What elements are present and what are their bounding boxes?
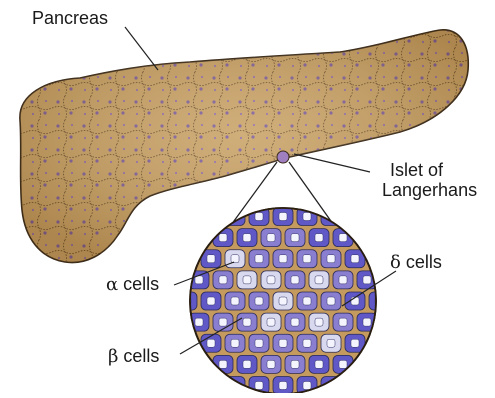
- cell-nucleus: [267, 360, 275, 368]
- cell-nucleus: [315, 360, 323, 368]
- cell-nucleus: [303, 339, 311, 347]
- cell-nucleus: [327, 339, 335, 347]
- cell-nucleus: [255, 339, 263, 347]
- delta-symbol: δ: [390, 252, 401, 273]
- cell-nucleus: [315, 318, 323, 326]
- cell-nucleus: [315, 234, 323, 242]
- alpha-cells-label: α cells: [106, 274, 159, 295]
- cell-nucleus: [279, 339, 287, 347]
- cell-nucleus: [195, 318, 203, 326]
- cell-nucleus: [279, 255, 287, 263]
- islet-label: Islet of Langerhans: [390, 160, 477, 200]
- delta-cells-word: cells: [406, 252, 442, 272]
- cell-nucleus: [291, 318, 299, 326]
- cell-nucleus: [267, 234, 275, 242]
- islet-cell: [369, 292, 389, 310]
- cell-nucleus: [219, 360, 227, 368]
- cell-nucleus: [207, 255, 215, 263]
- cell-nucleus: [327, 297, 335, 305]
- cell-nucleus: [207, 297, 215, 305]
- alpha-cells-word: cells: [123, 274, 159, 294]
- islet-cell: [177, 292, 197, 310]
- beta-cells-label: β cells: [108, 346, 159, 367]
- alpha-symbol: α: [106, 274, 118, 295]
- cell-nucleus: [303, 255, 311, 263]
- cell-nucleus: [339, 318, 347, 326]
- cell-nucleus: [207, 339, 215, 347]
- cell-nucleus: [231, 339, 239, 347]
- cell-nucleus: [219, 276, 227, 284]
- cell-nucleus: [339, 276, 347, 284]
- cell-nucleus: [255, 255, 263, 263]
- islet-on-pancreas: [277, 151, 289, 163]
- cell-nucleus: [351, 339, 359, 347]
- cell-nucleus: [243, 360, 251, 368]
- delta-cells-label: δ cells: [390, 252, 442, 273]
- cell-nucleus: [279, 381, 287, 389]
- cell-nucleus: [339, 234, 347, 242]
- beta-symbol: β: [108, 346, 118, 367]
- cell-nucleus: [363, 318, 371, 326]
- cell-nucleus: [291, 360, 299, 368]
- cell-nucleus: [267, 318, 275, 326]
- cell-nucleus: [303, 213, 311, 221]
- cell-nucleus: [363, 276, 371, 284]
- cell-nucleus: [231, 255, 239, 263]
- cell-nucleus: [243, 234, 251, 242]
- islet-leader: [294, 154, 370, 172]
- islet-label-line1: Islet of: [390, 160, 477, 180]
- cell-nucleus: [351, 255, 359, 263]
- cell-nucleus: [231, 297, 239, 305]
- cell-nucleus: [219, 234, 227, 242]
- cell-nucleus: [255, 297, 263, 305]
- cell-nucleus: [255, 381, 263, 389]
- cell-nucleus: [303, 381, 311, 389]
- cell-nucleus: [339, 360, 347, 368]
- beta-cells-word: cells: [123, 346, 159, 366]
- cell-nucleus: [279, 297, 287, 305]
- pancreas-leader: [125, 27, 158, 70]
- islet-enlarged: [177, 208, 389, 393]
- cell-nucleus: [243, 276, 251, 284]
- cell-nucleus: [243, 318, 251, 326]
- cell-nucleus: [303, 297, 311, 305]
- cell-nucleus: [291, 234, 299, 242]
- cell-nucleus: [315, 276, 323, 284]
- pancreas-label: Pancreas: [32, 8, 108, 28]
- cell-nucleus: [219, 318, 227, 326]
- islet-label-line2: Langerhans: [382, 180, 477, 200]
- cell-nucleus: [255, 213, 263, 221]
- cell-nucleus: [291, 276, 299, 284]
- cell-nucleus: [267, 276, 275, 284]
- cell-nucleus: [279, 213, 287, 221]
- cell-nucleus: [327, 255, 335, 263]
